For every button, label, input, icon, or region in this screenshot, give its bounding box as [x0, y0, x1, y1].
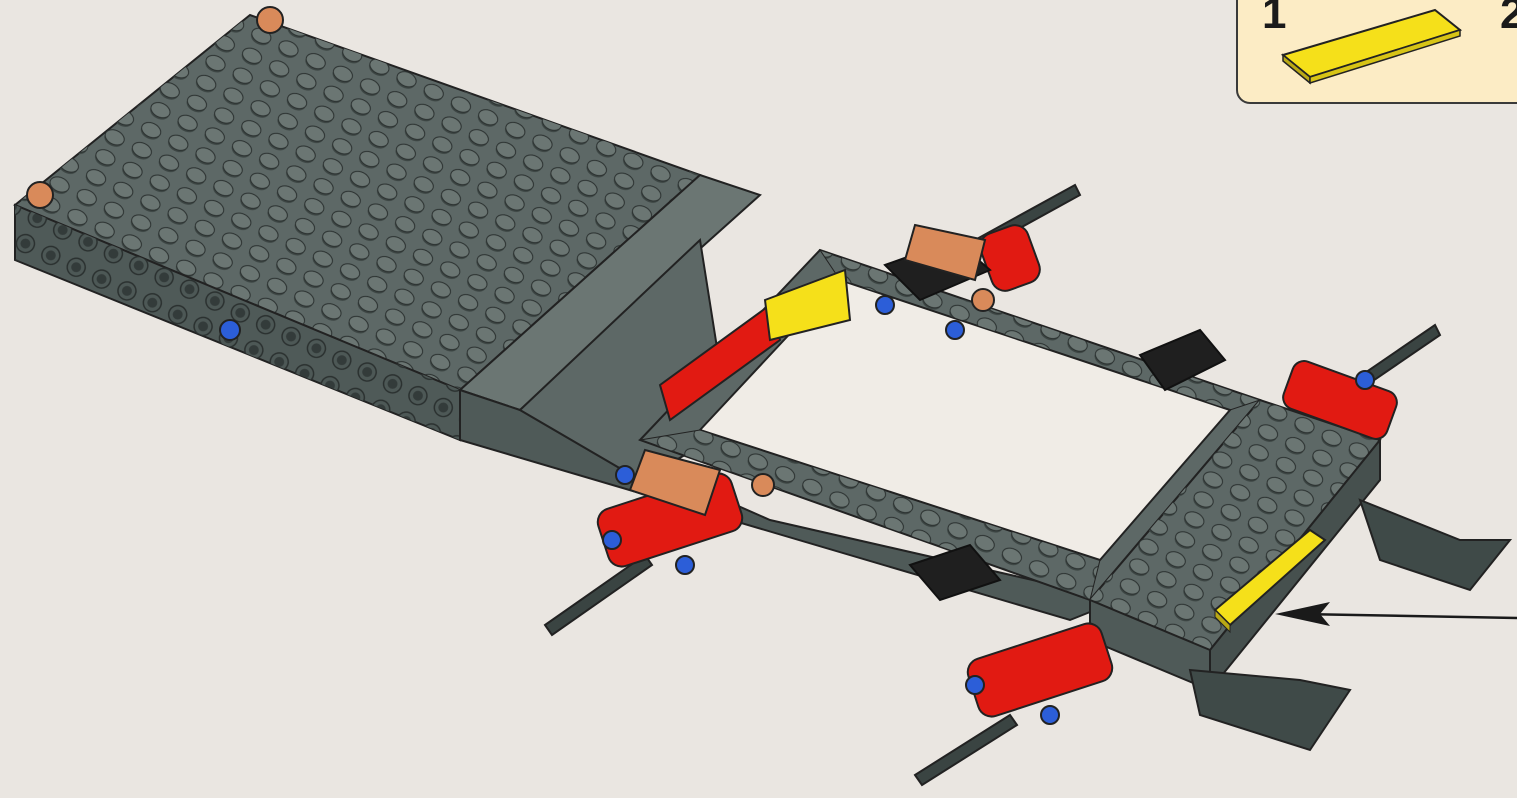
- step-number: 2: [1500, 0, 1517, 36]
- inner-frame: [640, 250, 1380, 690]
- yellow-flat-tile-icon: [1275, 5, 1475, 85]
- pointer-arrow-icon: [1275, 602, 1517, 626]
